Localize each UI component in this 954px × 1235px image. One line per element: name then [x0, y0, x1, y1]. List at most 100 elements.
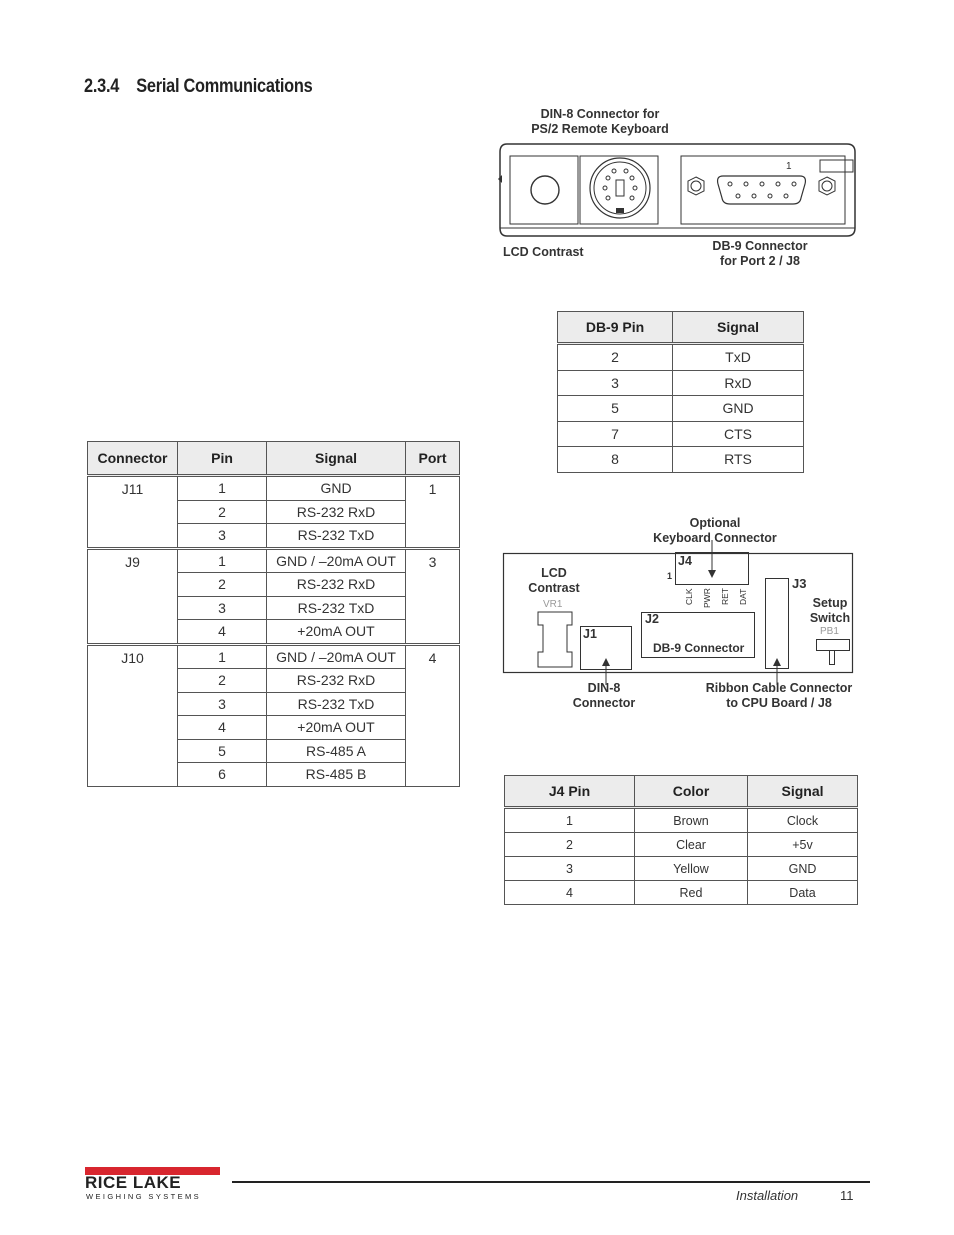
j4-label: J4: [678, 554, 692, 568]
j4-header-color: Color: [634, 775, 748, 808]
signal-cell: RS-232 TxD: [266, 691, 406, 716]
table-cell: 3: [504, 856, 635, 881]
section-title: Serial Communications: [136, 76, 313, 97]
footer-section-name: Installation: [736, 1188, 799, 1203]
j4-header-signal: Signal: [747, 775, 858, 808]
table-row: J11 1 GND 1: [87, 474, 460, 549]
pin-cell: 4: [177, 619, 267, 645]
j4-pin-ret: RET: [720, 588, 730, 605]
rear-panel-diagram: [498, 143, 856, 237]
pin-cell: 2: [177, 499, 267, 524]
table-cell: 3: [557, 369, 673, 396]
signal-cell: GND / –20mA OUT: [266, 642, 406, 669]
pin-cell: 6: [177, 762, 267, 787]
db9-port-label-line2: for Port 2 / J8: [720, 254, 800, 268]
setup-switch-label-line2: Switch: [809, 611, 851, 625]
setup-switch-label: Setup Switch: [806, 596, 854, 626]
j2-db9: [641, 612, 755, 658]
logo-tagline: WEIGHING SYSTEMS: [86, 1192, 202, 1201]
table-cell: 5: [557, 395, 673, 422]
conn-header-signal: Signal: [266, 441, 406, 476]
table-cell: GND: [672, 395, 804, 422]
table-cell: Red: [634, 880, 748, 905]
j2-label: J2: [645, 612, 659, 626]
conn-header-pin: Pin: [177, 441, 267, 476]
signal-cell: RS-485 A: [266, 738, 406, 763]
logo-red-bar: [85, 1167, 220, 1175]
table-cell: CTS: [672, 420, 804, 447]
pin-cell: 2: [177, 668, 267, 693]
j4-pin-dat: DAT: [738, 588, 748, 605]
signal-cell: +20mA OUT: [266, 619, 406, 645]
pin-cell: 1: [177, 546, 267, 573]
db9-port-connector: [716, 175, 807, 205]
din8-connector-label-line1: DIN-8: [587, 681, 621, 695]
db9-pin1-marker: 1: [786, 161, 792, 172]
pin-cell: 1: [177, 474, 267, 501]
pb1-label: PB1: [820, 626, 839, 637]
footer-rule: [232, 1181, 870, 1183]
table-row: 4+20mA OUT: [88, 619, 460, 645]
conn-header-connector: Connector: [87, 441, 178, 476]
lcd-contrast-label: LCD Contrast: [503, 245, 584, 259]
port-cell: 4: [405, 642, 460, 787]
din8-keyboard-label-line1: DIN-8 Connector for: [540, 107, 660, 121]
signal-cell: RS-232 TxD: [266, 523, 406, 549]
conn-header-port: Port: [405, 441, 460, 476]
signal-cell: RS-232 TxD: [266, 595, 406, 620]
connector-cell: J9: [87, 546, 178, 645]
table-cell: 7: [557, 420, 673, 447]
pin-cell: 5: [177, 738, 267, 763]
db9-connector-board-label: DB-9 Connector: [653, 641, 745, 655]
signal-cell: RS-232 RxD: [266, 499, 406, 524]
j4-header-pin: J4 Pin: [504, 775, 635, 808]
board-diagram: [502, 540, 854, 685]
page-number: 11: [840, 1188, 854, 1203]
j4-pin1-marker: 1: [667, 571, 673, 581]
lcd-contrast-knob: [530, 175, 560, 205]
din8-connector-label-line2: Connector: [572, 696, 636, 710]
ribbon-cable-label-line1: Ribbon Cable Connector: [705, 681, 853, 695]
table-cell: RTS: [672, 446, 804, 473]
table-cell: 8: [557, 446, 673, 473]
table-row: J10 1 GND / –20mA OUT 4: [87, 642, 460, 787]
db9-port-label: DB-9 Connector for Port 2 / J8: [700, 239, 820, 269]
vr1-potentiometer: [537, 611, 573, 668]
table-cell: Data: [747, 880, 858, 905]
j1-label: J1: [583, 627, 597, 641]
ribbon-cable-label-line2: to CPU Board / J8: [726, 696, 832, 710]
db9-header-pin: DB-9 Pin: [557, 311, 673, 344]
din8-connector: [589, 157, 651, 219]
section-number: 2.3.4: [84, 76, 120, 97]
pin-cell: 3: [177, 691, 267, 716]
section-heading: 2.3.4 Serial Communications: [84, 76, 313, 98]
pb1-setup-switch: [816, 639, 850, 651]
signal-cell: RS-232 RxD: [266, 572, 406, 597]
port-cell: 1: [405, 474, 460, 549]
table-cell: GND: [747, 856, 858, 881]
table-cell: Clock: [747, 806, 858, 833]
pin-cell: 4: [177, 715, 267, 740]
table-cell: 4: [504, 880, 635, 905]
table-row: 4+20mA OUT: [88, 715, 460, 740]
pin-cell: 1: [177, 642, 267, 669]
j4-pin-pwr: PWR: [702, 588, 712, 608]
connector-cell: J11: [87, 474, 178, 549]
din8-keyboard-label: DIN-8 Connector for PS/2 Remote Keyboard: [520, 107, 680, 137]
table-cell: TxD: [672, 342, 804, 371]
j4-pin-clk: CLK: [684, 588, 694, 605]
table-row: J9 1 GND / –20mA OUT 3: [87, 546, 460, 645]
